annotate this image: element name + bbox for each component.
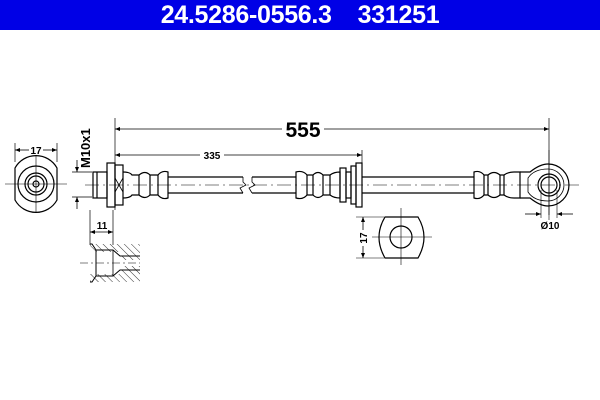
brake-hose [85, 118, 580, 220]
eye-diameter-dimension [525, 190, 573, 218]
reference-number: 331251 [357, 0, 440, 29]
left-end-view [5, 143, 67, 213]
thread-depth-label: 11 [97, 221, 108, 232]
bracket-width-label: 17 [359, 232, 370, 244]
overall-length-label: 555 [285, 119, 320, 142]
thread-label: M10x1 [78, 128, 93, 168]
thread-dimension [72, 160, 92, 209]
bracket-plate-view [356, 208, 432, 265]
inner-length-label: 335 [204, 151, 221, 162]
part-number: 24.5286-0556.3 [160, 0, 332, 29]
eye-diameter-label: Ø10 [541, 221, 560, 232]
title-bar: 24.5286-0556.3 331251 [0, 0, 600, 30]
left-width-label: 17 [30, 146, 42, 157]
thread-depth-detail [80, 210, 140, 283]
